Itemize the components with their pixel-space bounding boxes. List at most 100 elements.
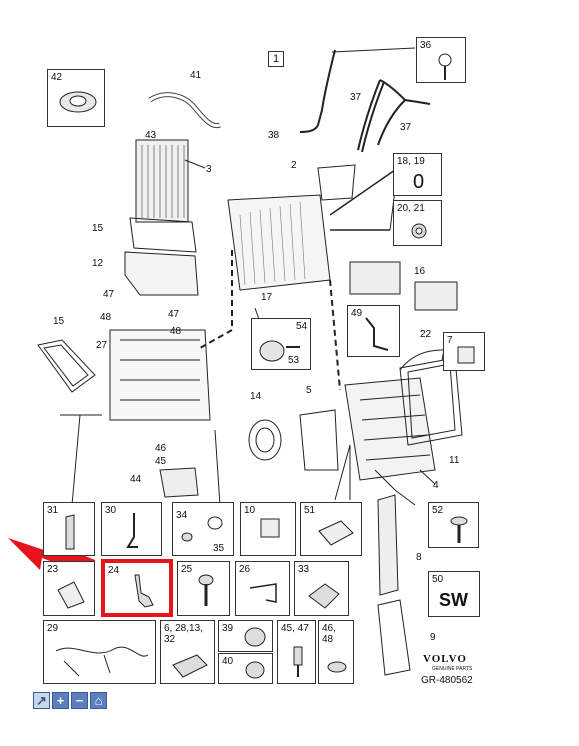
grid-cell-45-47[interactable]: 45, 47: [277, 620, 316, 684]
cap-icon: [245, 661, 265, 679]
grid-cell-33-number: 33: [298, 564, 310, 575]
grid-cell-33[interactable]: 33: [294, 561, 349, 616]
part-box-20-21[interactable]: 20, 21: [393, 200, 442, 246]
grid-cell-24-number: 24: [108, 565, 120, 576]
part-box-7[interactable]: 7: [443, 332, 485, 371]
zoom-out-icon[interactable]: −: [71, 692, 88, 709]
motor-icon: [308, 583, 340, 609]
callout-15-left: 15: [53, 316, 65, 327]
wrench-icon: [365, 317, 389, 351]
grid-cell-46-48-number: 46, 48: [322, 623, 336, 645]
screw-icon: [438, 53, 452, 80]
grid-cell-34-35[interactable]: 34 35: [172, 502, 234, 556]
grid-cell-40-number: 40: [222, 656, 234, 667]
screw-washer-icon: [181, 516, 223, 542]
part-box-42-number: 42: [51, 72, 63, 83]
part-box-18-19-value: 0: [413, 171, 425, 193]
callout-15-top: 15: [92, 223, 104, 234]
part-box-36-number: 36: [420, 40, 432, 51]
grid-cell-29-number: 29: [47, 623, 59, 634]
callout-48-left: 48: [100, 312, 112, 323]
part-box-49-number: 49: [351, 308, 363, 319]
callout-4: 4: [433, 480, 439, 491]
part-box-52[interactable]: 52: [428, 502, 479, 548]
callout-43: 43: [145, 130, 157, 141]
diagram-reference: GR-480562: [421, 675, 473, 686]
callout-5: 5: [306, 385, 312, 396]
grid-cell-26[interactable]: 26: [235, 561, 290, 616]
pointer-icon[interactable]: ↗: [33, 692, 50, 709]
housing-part-icon: [172, 654, 208, 678]
plug-icon: [244, 627, 266, 647]
brand-logo: VOLVO: [423, 653, 467, 665]
part-box-50[interactable]: 50 SW: [428, 571, 480, 617]
bolt-icon: [450, 516, 468, 543]
actuator-motor-icon: [134, 574, 154, 608]
viewer-toolbar: ↗ + − ⌂: [33, 692, 107, 709]
part-box-49[interactable]: 49: [347, 305, 400, 357]
grid-cell-10[interactable]: 10: [240, 502, 296, 556]
callout-22: 22: [420, 329, 432, 340]
zoom-in-icon[interactable]: +: [52, 692, 69, 709]
grid-cell-24-highlighted[interactable]: 24: [101, 559, 173, 617]
grid-cell-6-number: 6, 28,13, 32: [164, 623, 203, 645]
callout-46: 46: [155, 443, 167, 454]
grid-cell-51[interactable]: 51: [300, 502, 362, 556]
part-box-50-number: 50: [432, 574, 444, 585]
part-box-54-sub-number: 53: [288, 355, 300, 366]
callout-44: 44: [130, 474, 142, 485]
part-box-42[interactable]: 42: [47, 69, 105, 127]
grid-cell-6-28-13-32[interactable]: 6, 28,13, 32: [160, 620, 215, 684]
callout-9: 9: [430, 632, 436, 643]
grid-cell-39[interactable]: 39: [218, 620, 273, 652]
callout-47-right: 47: [168, 309, 180, 320]
part-box-36[interactable]: 36: [416, 37, 466, 83]
wiring-harness-icon: [55, 646, 149, 677]
callout-41: 41: [190, 70, 202, 81]
grid-cell-45-47-number: 45, 47: [281, 623, 309, 634]
grid-cell-26-number: 26: [239, 564, 251, 575]
fitting-icon: [293, 646, 303, 677]
connector-icon: [260, 518, 280, 538]
callout-37-a: 37: [350, 92, 362, 103]
part-box-14-number: 14: [250, 391, 262, 402]
control-module-icon: [318, 520, 354, 546]
part-box-52-number: 52: [432, 505, 444, 516]
part-box-20-21-number: 20, 21: [397, 203, 425, 214]
part-box-50-value: SW: [439, 590, 468, 610]
grid-cell-25[interactable]: 25: [177, 561, 230, 616]
callout-16: 16: [414, 266, 426, 277]
grid-cell-29[interactable]: 29: [43, 620, 156, 684]
grid-cell-51-number: 51: [304, 505, 316, 516]
part-box-18-19[interactable]: 18, 19 0: [393, 153, 442, 196]
callout-11: 11: [449, 455, 460, 466]
grid-cell-25-number: 25: [181, 564, 193, 575]
callout-48-right: 48: [170, 326, 182, 337]
callout-38: 38: [268, 130, 280, 141]
part-box-7-number: 7: [447, 335, 453, 346]
screw-icon: [198, 574, 214, 606]
grid-cell-40[interactable]: 40: [218, 653, 273, 684]
callout-17: 17: [261, 292, 273, 303]
grid-cell-46-48[interactable]: 46, 48: [318, 620, 354, 684]
callout-3: 3: [206, 164, 212, 175]
grid-cell-34-number: 34: [176, 510, 188, 521]
clip-bracket-icon: [57, 581, 85, 609]
brand-subtitle: GENUINE PARTS: [432, 666, 473, 672]
washer-icon: [327, 661, 347, 673]
home-icon[interactable]: ⌂: [90, 692, 107, 709]
part-box-54-number: 54: [296, 321, 308, 332]
grid-cell-23-number: 23: [47, 564, 59, 575]
clamp-icon: [249, 583, 277, 603]
clip-icon: [457, 346, 475, 364]
grid-cell-31[interactable]: 31: [43, 502, 95, 556]
grid-cell-31-number: 31: [47, 505, 59, 516]
grid-cell-30[interactable]: 30: [101, 502, 162, 556]
callout-8: 8: [416, 552, 422, 563]
callout-47-left: 47: [103, 289, 115, 300]
section-label-box: 1: [268, 51, 284, 67]
callout-27: 27: [96, 340, 108, 351]
grid-cell-23[interactable]: 23: [43, 561, 95, 616]
part-box-54[interactable]: 54 53: [251, 318, 311, 370]
